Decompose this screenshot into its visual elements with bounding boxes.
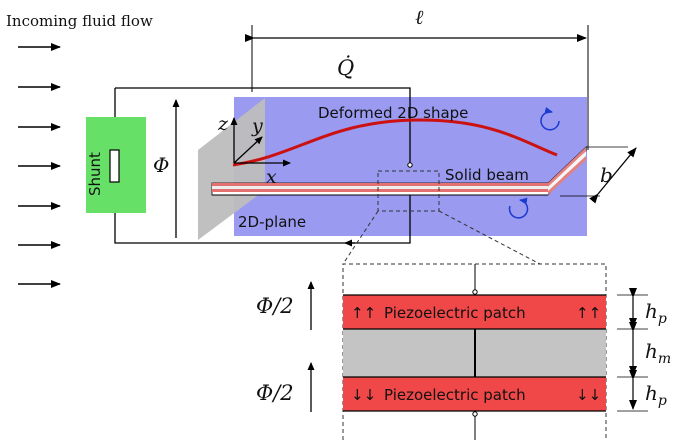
deformed-shape-label: Deformed 2D shape [318, 104, 468, 122]
svg-text:hp: hp [645, 381, 667, 409]
flow-arrows [18, 43, 61, 288]
hm-label: h [645, 339, 658, 363]
bottom-patch-arrows-right: ↓↓ [576, 386, 601, 404]
thickness-dimensions: hp hm hp [617, 288, 671, 412]
z-axis-label: z [217, 113, 229, 135]
hm-sub: m [658, 351, 671, 367]
half-voltage-bottom-label: Φ/2 [256, 381, 294, 405]
zoom-line [342, 210, 379, 265]
title-text: Incoming fluid flow [6, 12, 153, 30]
deformed-shape-curve [232, 118, 558, 167]
rotation-arrow-icon [508, 197, 529, 219]
svg-text:hp: hp [645, 299, 667, 327]
charge-rate-label: Q̇ [337, 56, 354, 80]
plane-label: 2D-plane [238, 213, 306, 231]
hp-top-sub: p [658, 311, 667, 327]
rotation-arrow-icon [540, 107, 560, 131]
hp-top-label: h [645, 299, 658, 323]
width-dimension: b [560, 146, 637, 204]
solid-beam [211, 146, 587, 196]
y-axis-arrow-icon [233, 136, 263, 164]
hp-bottom-sub: p [658, 393, 667, 409]
resistor-icon [109, 149, 120, 183]
svg-text:hm: hm [645, 339, 671, 367]
y-axis-label: y [251, 115, 263, 137]
hp-bottom-label: h [645, 381, 658, 405]
phi-label: Φ [153, 153, 169, 177]
cross-plane [198, 98, 265, 240]
length-label: ℓ [415, 5, 424, 29]
zoom-line [438, 210, 541, 265]
half-voltage-top-label: Φ/2 [256, 294, 294, 318]
bottom-patch-label: Piezoelectric patch [384, 386, 526, 404]
bottom-patch-arrows-left: ↓↓ [351, 386, 376, 404]
x-axis-label: x [266, 166, 277, 188]
shunt-label: Shunt [86, 152, 104, 196]
zoom-box [377, 170, 440, 212]
top-patch-arrows-left: ↑↑ [351, 304, 376, 322]
top-patch-arrows-right: ↑↑ [576, 304, 601, 322]
detail-panel: ↑↑ Piezoelectric patch ↑↑ ↓↓ Piezoelectr… [342, 263, 607, 440]
width-label: b [600, 163, 613, 187]
beam-label: Solid beam [445, 166, 529, 184]
top-patch-label: Piezoelectric patch [384, 304, 526, 322]
length-dimension: ℓ [245, 5, 589, 150]
bottom-patch [343, 377, 606, 411]
top-patch [343, 295, 606, 329]
axes: x z y [217, 113, 291, 188]
electrode-node [407, 162, 413, 168]
